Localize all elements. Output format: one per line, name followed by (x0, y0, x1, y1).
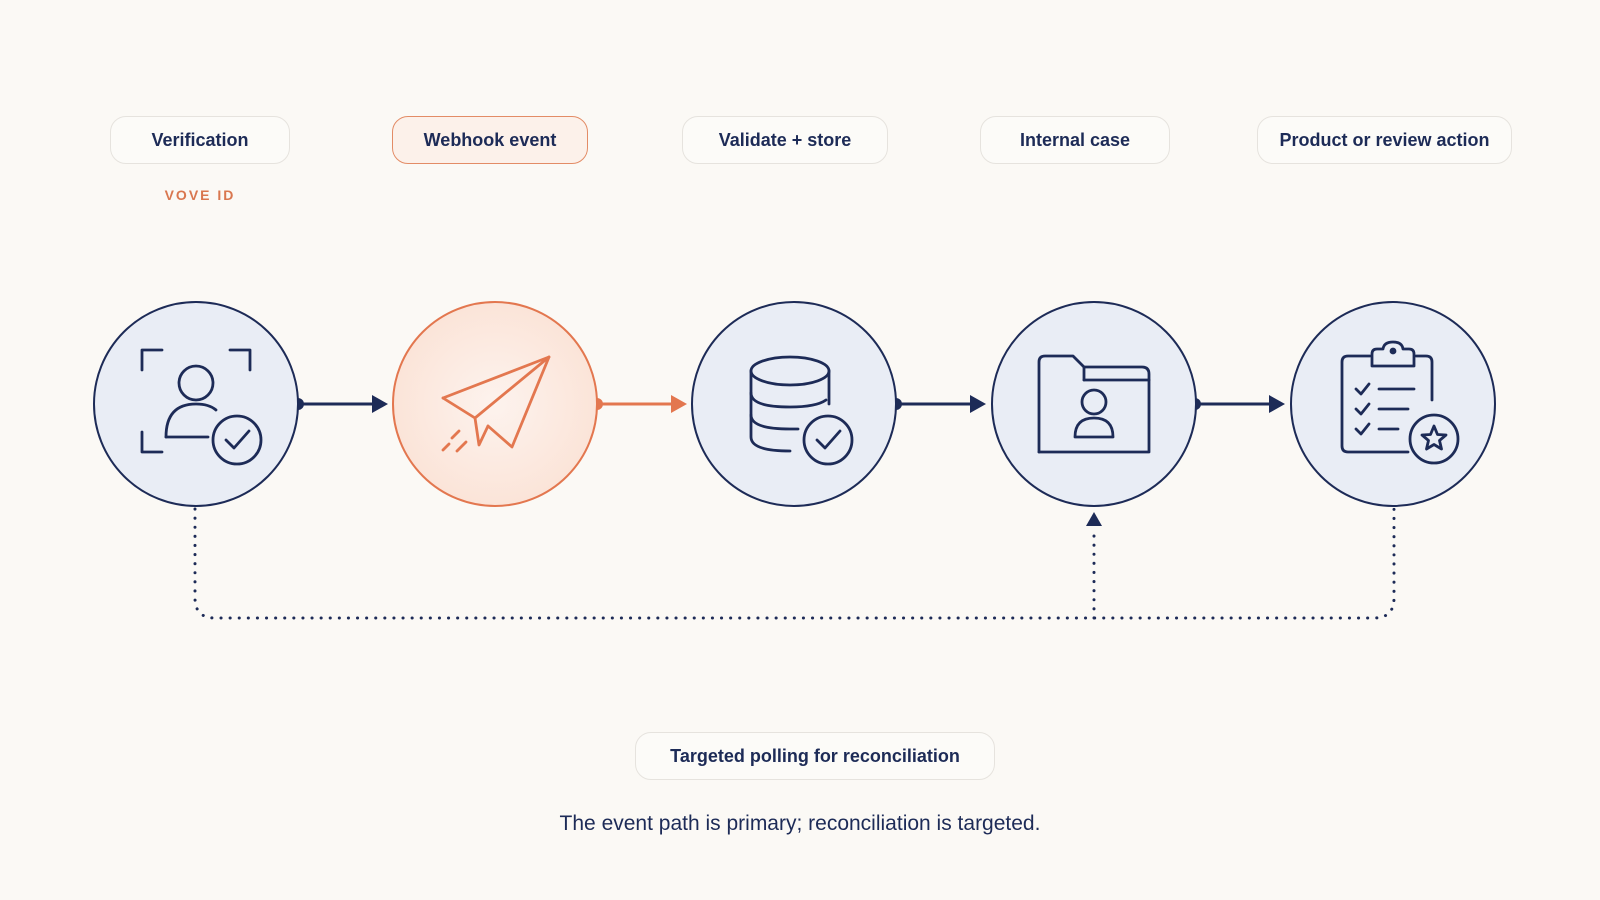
stage-node-internal-case (991, 301, 1197, 507)
stage-node-product-review-action (1290, 301, 1496, 507)
diagram-caption: The event path is primary; reconciliatio… (559, 812, 1041, 835)
connector-3 (890, 395, 986, 413)
connector-1 (292, 395, 388, 413)
user-verify-icon (140, 348, 263, 466)
clipboard-star-icon (1340, 340, 1460, 465)
folder-user-icon (1037, 354, 1151, 454)
loop-arrowhead-up (1086, 512, 1102, 526)
stage-label-validate-store: Validate + store (682, 116, 888, 164)
polling-label: Targeted polling for reconciliation (635, 732, 995, 780)
connector-2 (591, 395, 687, 413)
stage-node-verification (93, 301, 299, 507)
stage-label-webhook-event: Webhook event (392, 116, 588, 164)
verification-provider-label: VOVE ID (164, 187, 236, 203)
stage-node-webhook-event (392, 301, 598, 507)
reconciliation-loop (193, 507, 1396, 620)
connector-4 (1189, 395, 1285, 413)
database-check-icon (749, 355, 854, 466)
stage-label-internal-case: Internal case (980, 116, 1170, 164)
paper-plane-icon (441, 355, 551, 453)
stage-node-validate-store (691, 301, 897, 507)
stage-label-verification: Verification (110, 116, 290, 164)
stage-label-product-review-action: Product or review action (1257, 116, 1512, 164)
